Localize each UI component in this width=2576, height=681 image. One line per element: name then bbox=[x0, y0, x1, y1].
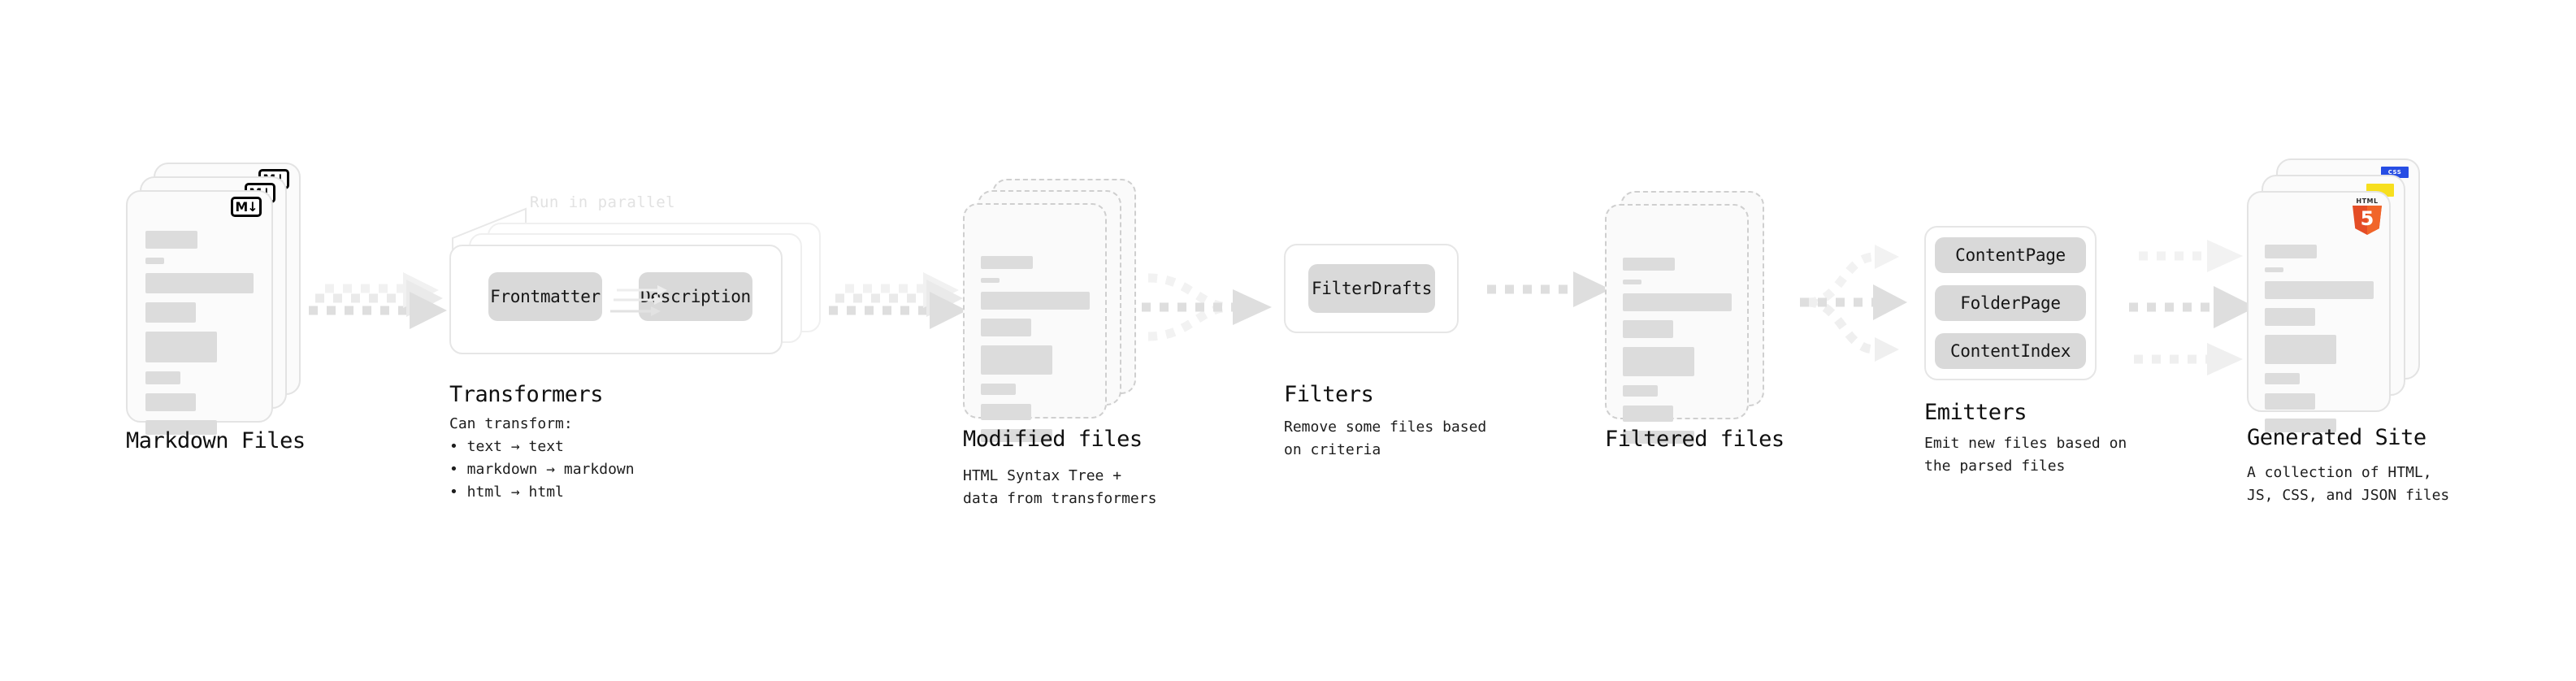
content-line bbox=[2265, 419, 2336, 432]
page-title-filters: Filters bbox=[1284, 382, 1374, 407]
content-line bbox=[1623, 258, 1675, 271]
site-card-content-lines bbox=[2265, 245, 2374, 441]
filtered-files-stack bbox=[1605, 191, 1784, 444]
html5-shield-number: 5 bbox=[2360, 207, 2374, 230]
generated-site-description: A collection of HTML, JS, CSS, and JSON … bbox=[2247, 464, 2450, 504]
content-line bbox=[1623, 385, 1658, 397]
content-line bbox=[1623, 320, 1673, 338]
arrow-icon bbox=[1142, 273, 1272, 341]
connector-modified-to-filters bbox=[1142, 260, 1280, 358]
content-line bbox=[145, 258, 164, 264]
content-line bbox=[2265, 373, 2300, 384]
filtered-card-content-lines bbox=[1623, 258, 1732, 453]
page-title-markdown-files: Markdown Files bbox=[126, 428, 306, 453]
content-line bbox=[145, 273, 254, 293]
connector-filters-to-filtered bbox=[1487, 268, 1617, 317]
modified-file-card-front bbox=[963, 203, 1107, 419]
content-line bbox=[981, 345, 1052, 375]
modified-files-description: HTML Syntax Tree + data from transformer… bbox=[963, 467, 1157, 507]
content-line bbox=[2265, 267, 2283, 272]
emitter-chip-contentpage[interactable]: ContentPage bbox=[1935, 237, 2086, 273]
content-line bbox=[145, 302, 196, 323]
page-title-generated-site: Generated Site bbox=[2247, 425, 2426, 450]
content-line bbox=[981, 278, 1000, 283]
run-in-parallel-annotation: Run in parallel bbox=[530, 193, 676, 211]
content-line bbox=[981, 429, 1052, 442]
html5-badge-icon: HTML 5 bbox=[2351, 197, 2383, 235]
content-line bbox=[1623, 431, 1694, 444]
content-line bbox=[981, 404, 1031, 420]
content-line bbox=[1623, 347, 1694, 376]
content-line bbox=[981, 384, 1016, 395]
connector-transformers-to-modified bbox=[829, 268, 967, 349]
content-line bbox=[145, 371, 180, 384]
html5-shield-inner bbox=[2367, 206, 2382, 235]
transformers-description: Can transform: • text → text • markdown … bbox=[449, 415, 635, 501]
markdown-files-stack: M↓ M↓ M↓ bbox=[126, 163, 301, 435]
content-line bbox=[2265, 308, 2315, 326]
arrow-icon bbox=[1487, 271, 1611, 307]
filtered-file-card-front bbox=[1605, 204, 1749, 419]
emitters-group: ContentPage FolderPage ContentIndex bbox=[1924, 226, 2119, 388]
arrow-icon bbox=[309, 272, 447, 329]
page-title-transformers: Transformers bbox=[449, 382, 604, 407]
page-title-filtered-files: Filtered files bbox=[1605, 427, 1785, 452]
inner-arrows-icon bbox=[610, 285, 667, 316]
content-line bbox=[981, 292, 1090, 310]
transformer-chip-frontmatter[interactable]: Frontmatter bbox=[488, 272, 602, 321]
transformers-group: Run in parallel Frontmatter Description bbox=[443, 191, 825, 362]
markdown-card-content-lines bbox=[145, 231, 254, 444]
content-line bbox=[145, 332, 217, 362]
emitter-chip-contentindex[interactable]: ContentIndex bbox=[1935, 333, 2086, 369]
arrow-icon bbox=[829, 272, 967, 329]
modified-card-content-lines bbox=[981, 256, 1090, 451]
connector-emitters-to-site bbox=[2129, 228, 2275, 382]
emitters-description: Emit new files based on the parsed files bbox=[1924, 435, 2127, 475]
arrow-icon bbox=[2129, 240, 2256, 375]
generated-site-stack: CSS HTML 5 bbox=[2247, 158, 2442, 432]
emitter-chip-folderpage[interactable]: FolderPage bbox=[1935, 285, 2086, 321]
page-title-emitters: Emitters bbox=[1924, 400, 2027, 425]
filters-group: FilterDrafts bbox=[1284, 244, 1471, 341]
content-line bbox=[145, 393, 196, 411]
content-line bbox=[2265, 281, 2374, 299]
page-title-modified-files: Modified files bbox=[963, 427, 1143, 452]
connector-md-to-transformers bbox=[309, 268, 447, 349]
connector-filtered-to-emitters bbox=[1800, 236, 1946, 374]
content-line bbox=[145, 231, 197, 249]
arrow-icon bbox=[1800, 245, 1907, 362]
filters-description: Remove some files based on criteria bbox=[1284, 419, 1487, 458]
filter-chip-filterdrafts[interactable]: FilterDrafts bbox=[1308, 264, 1435, 313]
content-line bbox=[2265, 393, 2315, 410]
modified-files-stack bbox=[963, 179, 1150, 442]
content-line bbox=[1623, 280, 1641, 284]
content-line bbox=[1623, 293, 1732, 311]
content-line bbox=[2265, 335, 2336, 364]
content-line bbox=[2265, 245, 2317, 258]
markdown-badge-icon: M↓ bbox=[231, 197, 262, 217]
content-line bbox=[981, 319, 1031, 336]
content-line bbox=[145, 420, 217, 435]
html5-badge-label: HTML bbox=[2356, 197, 2379, 205]
content-line bbox=[981, 256, 1033, 269]
content-line bbox=[1623, 406, 1673, 422]
